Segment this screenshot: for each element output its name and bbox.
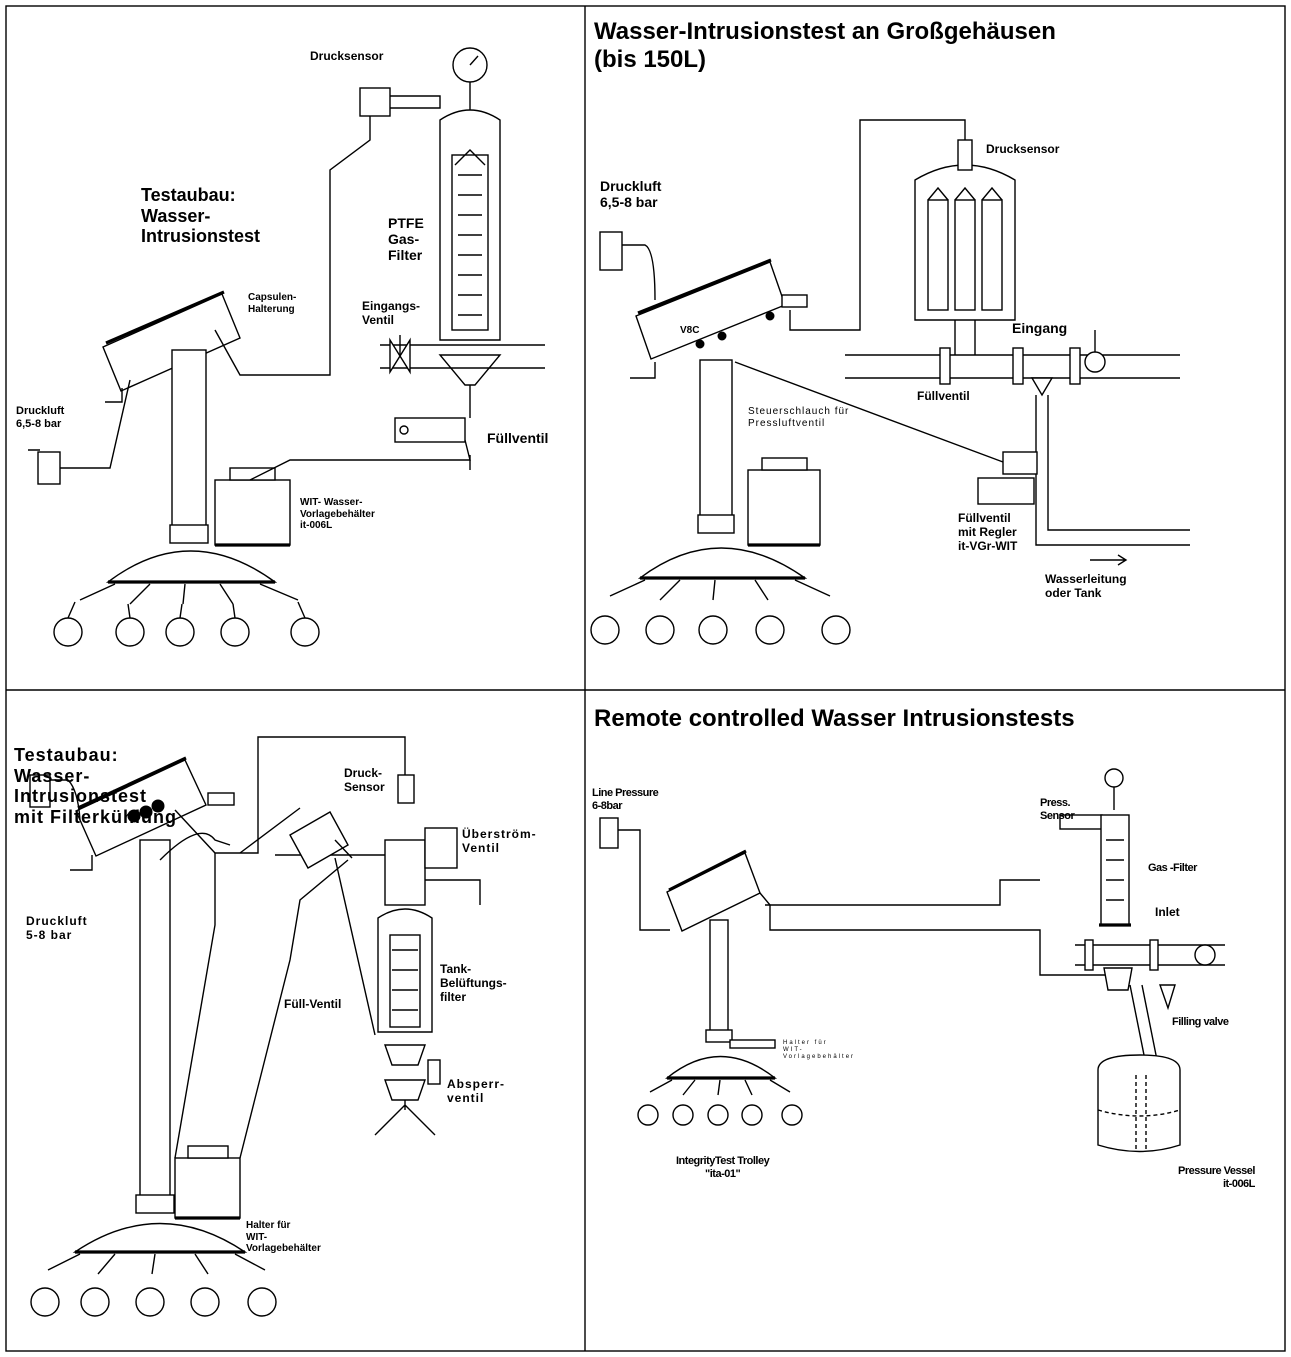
p4-vessel-label: Pressure Vessel it-006L bbox=[1178, 1165, 1255, 1190]
p1-ptfe-label: PTFE Gas- Filter bbox=[388, 215, 424, 263]
p4-trolley bbox=[600, 818, 1105, 1125]
p3-halter-label: Halter für WIT- Vorlagebehälter bbox=[246, 1220, 321, 1255]
p2-eingang-label: Eingang bbox=[1012, 320, 1067, 336]
p2-title: Wasser-Intrusionstest an Großgehäusen (b… bbox=[594, 18, 1056, 73]
p3-druckluft-label: Druckluft 5-8 bar bbox=[26, 915, 88, 943]
p1-filter-housing bbox=[215, 48, 545, 480]
p3-tank-label: Tank- Belüftungs- filter bbox=[440, 963, 507, 1004]
p3-trolley bbox=[30, 758, 276, 1316]
p4-gas-filter-label: Gas -Filter bbox=[1148, 862, 1197, 875]
p2-fuellventil-label: Füllventil bbox=[917, 390, 970, 404]
p1-drucksensor-label: Drucksensor bbox=[310, 50, 383, 64]
p2-regler-label: Füllventil mit Regler it-VGr-WIT bbox=[958, 512, 1017, 553]
p4-halter-label: Halter für WIT- Vorlagebehälter bbox=[783, 1040, 855, 1061]
p1-fuellventil-label: Füllventil bbox=[487, 430, 548, 446]
p2-v8c-label: V8C bbox=[680, 325, 699, 337]
p3-fuell-label: Füll-Ventil bbox=[284, 998, 341, 1012]
p2-trolley bbox=[591, 232, 850, 644]
p4-line-pressure-label: Line Pressure 6-8bar bbox=[592, 787, 658, 812]
p1-capsulen-label: Capsulen- Halterung bbox=[248, 292, 296, 315]
p2-drucksensor-label: Drucksensor bbox=[986, 143, 1059, 157]
p2-druckluft-label: Druckluft 6,5-8 bar bbox=[600, 178, 661, 210]
p4-press-sensor-label: Press. Sensor bbox=[1040, 797, 1074, 822]
p1-eingangs-label: Eingangs- Ventil bbox=[362, 300, 420, 328]
p3-absperr-label: Absperr- ventil bbox=[447, 1078, 505, 1106]
p4-inlet-label: Inlet bbox=[1155, 906, 1180, 920]
p1-title: Testaubau: Wasser- Intrusionstest bbox=[141, 185, 260, 247]
p2-wasser-label: Wasserleitung oder Tank bbox=[1045, 573, 1127, 601]
p4-filter-and-vessel bbox=[1060, 769, 1225, 1152]
p3-ueberstroem-label: Überström- Ventil bbox=[462, 828, 537, 856]
p4-title: Remote controlled Wasser Intrusionstests bbox=[594, 705, 1075, 733]
p4-filling-label: Filling valve bbox=[1172, 1016, 1228, 1029]
p1-druckluft-label: Druckluft 6,5-8 bar bbox=[16, 405, 64, 430]
p3-drucksensor-label: Druck- Sensor bbox=[344, 767, 385, 795]
p2-steuer-label: Steuerschlauch für Pressluftventil bbox=[748, 406, 849, 429]
p1-trolley bbox=[28, 292, 319, 646]
p3-title: Testaubau: Wasser- Intrusionstest mit Fi… bbox=[14, 745, 177, 828]
p1-wit-label: WIT- Wasser- Vorlagebehälter it-006L bbox=[300, 497, 375, 532]
p4-trolley-label: IntegrityTest Trolley "ita-01" bbox=[676, 1155, 769, 1180]
